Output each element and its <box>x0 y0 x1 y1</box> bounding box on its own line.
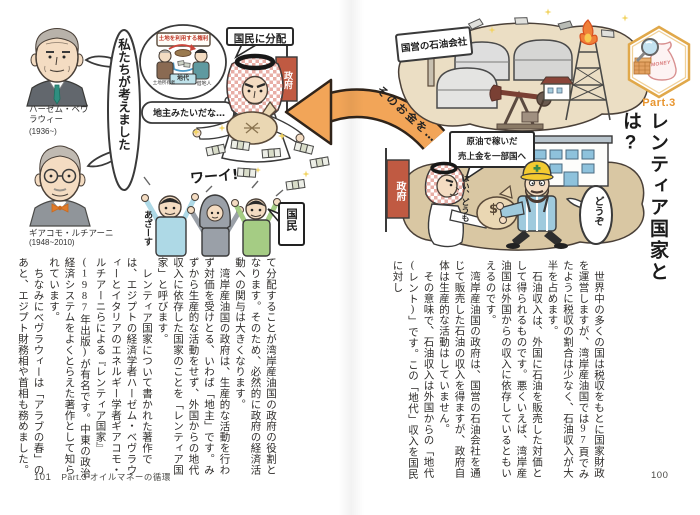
illustration-canvas <box>26 8 691 257</box>
government-flag-right <box>385 148 410 232</box>
page-fold <box>338 0 364 515</box>
paragraph: て分配することが湾岸産油国の政府の役割となります。そのため、必然的に政府の経済活… <box>234 257 276 475</box>
paragraph: 湾岸産油国の政府は、生産的な活動を行わず対価を受けとる、いわば「地主」です。みず… <box>156 257 230 475</box>
economist-name-beblawi: ハーゼム・ベヴラウィー <box>29 104 89 125</box>
storage-tank <box>436 67 498 109</box>
paragraph: 世界中の多くの国は税収をもとに国家財政を運営しますが、湾岸産油国では97頁でみた… <box>546 260 605 479</box>
money-stacks <box>205 139 330 191</box>
money-receiver-figure <box>424 161 496 248</box>
left-page-body-text: て分配することが湾岸産油国の政府の役割となります。そのため、必然的に政府の経済活… <box>17 257 278 483</box>
right-page-footer: 100 <box>651 470 668 481</box>
speech-receive-text: はい、どうも <box>461 174 470 222</box>
economist-years-beblawi: (1936~) <box>29 127 57 136</box>
oil-revenue-sign <box>449 131 535 181</box>
section-title: Part.3 オイルマネーの循環 <box>61 472 171 482</box>
paragraph: その意味で、石油収入は外国からの「地代(レント)」です。この「地代」収入を国民に… <box>391 260 434 479</box>
storage-tank <box>513 39 573 81</box>
chapter-title: レンティア国家とは? <box>620 111 668 283</box>
paragraph: ちなみにベヴラウィーは「アラブの春」のあと、エジプト財務相や首相も務めました。 <box>17 257 44 475</box>
economists-speech-text: 私たちが考えました <box>116 38 131 151</box>
handover-money-bag <box>476 184 518 230</box>
left-page-number: 101 <box>34 472 52 483</box>
government-flag-right-text: 政府 <box>394 181 405 201</box>
landlord-speech-text: 地主みたいだな… <box>152 109 225 119</box>
oil-money-flow-arrow <box>284 78 446 151</box>
oil-company-sign <box>395 26 474 87</box>
gas-flame-icon <box>579 19 598 46</box>
speech-give-bubble <box>565 185 613 245</box>
oil-revenue-sign-text-line2: 売上金を一部国へ <box>457 152 526 162</box>
paragraph: レンティア国家について書かれた著作では、エジプトの経済学者ハーゼム・ベヴラウィー… <box>48 257 152 478</box>
economist-years-luciani: (1948~2010) <box>29 238 75 247</box>
part3-badge <box>627 25 691 99</box>
citizens-sign <box>267 202 305 246</box>
money-distributor-figure <box>192 53 305 163</box>
site-building <box>540 76 574 101</box>
handover-scene <box>385 131 645 251</box>
citizens-sign-text: 国民 <box>285 208 297 231</box>
rent-chip-text: 地代 <box>176 76 189 82</box>
distribute-sign <box>226 27 294 60</box>
hard-hat-icon <box>520 172 554 182</box>
cheering-citizens <box>141 174 284 257</box>
worker-figure <box>496 160 568 249</box>
economist-name-luciani: ギアコモ・ルチアーニ <box>29 228 114 238</box>
economist-beblawi-portrait <box>26 28 88 107</box>
right-page-number: 100 <box>651 470 669 481</box>
sparkles <box>192 124 310 178</box>
money-stack-icon <box>633 57 652 75</box>
speech-give-text: どうぞ <box>592 196 603 226</box>
magnifier-icon <box>635 38 659 63</box>
distribute-sign-text: 国民に分配 <box>233 33 287 45</box>
tenant-label: 借地人 <box>196 81 212 87</box>
part-label: Part.3 <box>642 97 676 109</box>
thanks-text: あざーす <box>142 210 152 246</box>
oil-revenue-sign-text-line1: 原油で稼いだ <box>466 137 518 147</box>
land-rights-sign-text: 土地を利用する権利 <box>158 36 209 42</box>
oil-facility <box>395 8 657 132</box>
economists-speech-bubble <box>84 29 141 191</box>
paragraph: 石油収入は、外国に石油を販売した対価として得られるものです。悪くいえば、湾岸産油… <box>484 260 543 478</box>
cheer-text: ワーイ! <box>189 166 240 188</box>
land-owner-label: 土地所有者 <box>152 80 176 85</box>
money-bag-dollar-text: $ <box>489 202 499 217</box>
economist-luciani-portrait <box>29 145 91 227</box>
left-page-footer: 101 Part.3 オイルマネーの循環 <box>34 471 171 483</box>
paragraph: 湾岸産油国の政府は、国営の石油会社を通じて販売した石油の収入を得ますが、政府自体… <box>438 260 480 478</box>
right-page-body-text: 世界中の多くの国は税収をもとに国家財政を運営しますが、湾岸産油国では97頁でみた… <box>392 260 606 484</box>
government-flag-left-text: 政府 <box>283 71 293 89</box>
